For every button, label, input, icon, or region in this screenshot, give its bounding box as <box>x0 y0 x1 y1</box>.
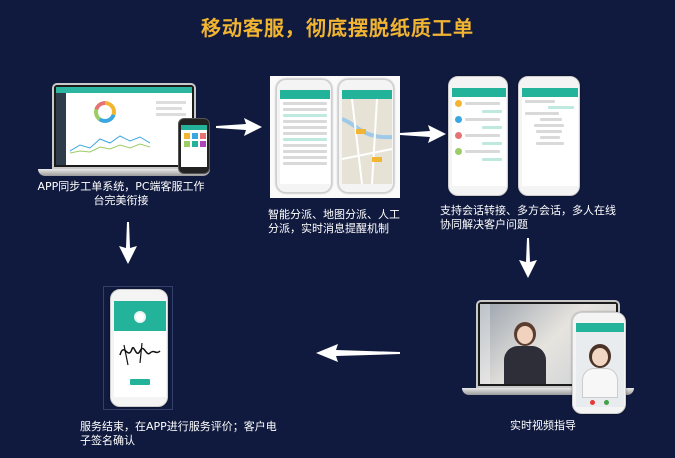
caption-step1: APP同步工单系统，PC端客服工作台完美衔接 <box>36 180 206 208</box>
page-title: 移动客服，彻底摆脱纸质工单 <box>0 12 675 41</box>
caption-step5: 服务结束，在APP进行服务评价；客户电子签名确认 <box>80 420 280 448</box>
arrow-right-icon <box>400 125 446 143</box>
arrow-left-icon <box>316 344 400 362</box>
arrow-right-icon <box>216 118 262 136</box>
caption-step3: 支持会话转接、多方会话，多人在线协同解决客户问题 <box>440 204 620 232</box>
dispatch-phones-mockup <box>270 76 400 198</box>
arrow-down-icon <box>518 238 538 278</box>
chat-phone-left <box>448 76 508 196</box>
signature-phone-mockup <box>103 286 173 410</box>
caption-step2: 智能分派、地图分派、人工分派，实时消息提醒机制 <box>268 208 408 236</box>
caption-step4: 实时视频指导 <box>510 419 610 433</box>
chat-phone-right <box>518 76 580 196</box>
arrow-down-icon <box>118 222 138 264</box>
